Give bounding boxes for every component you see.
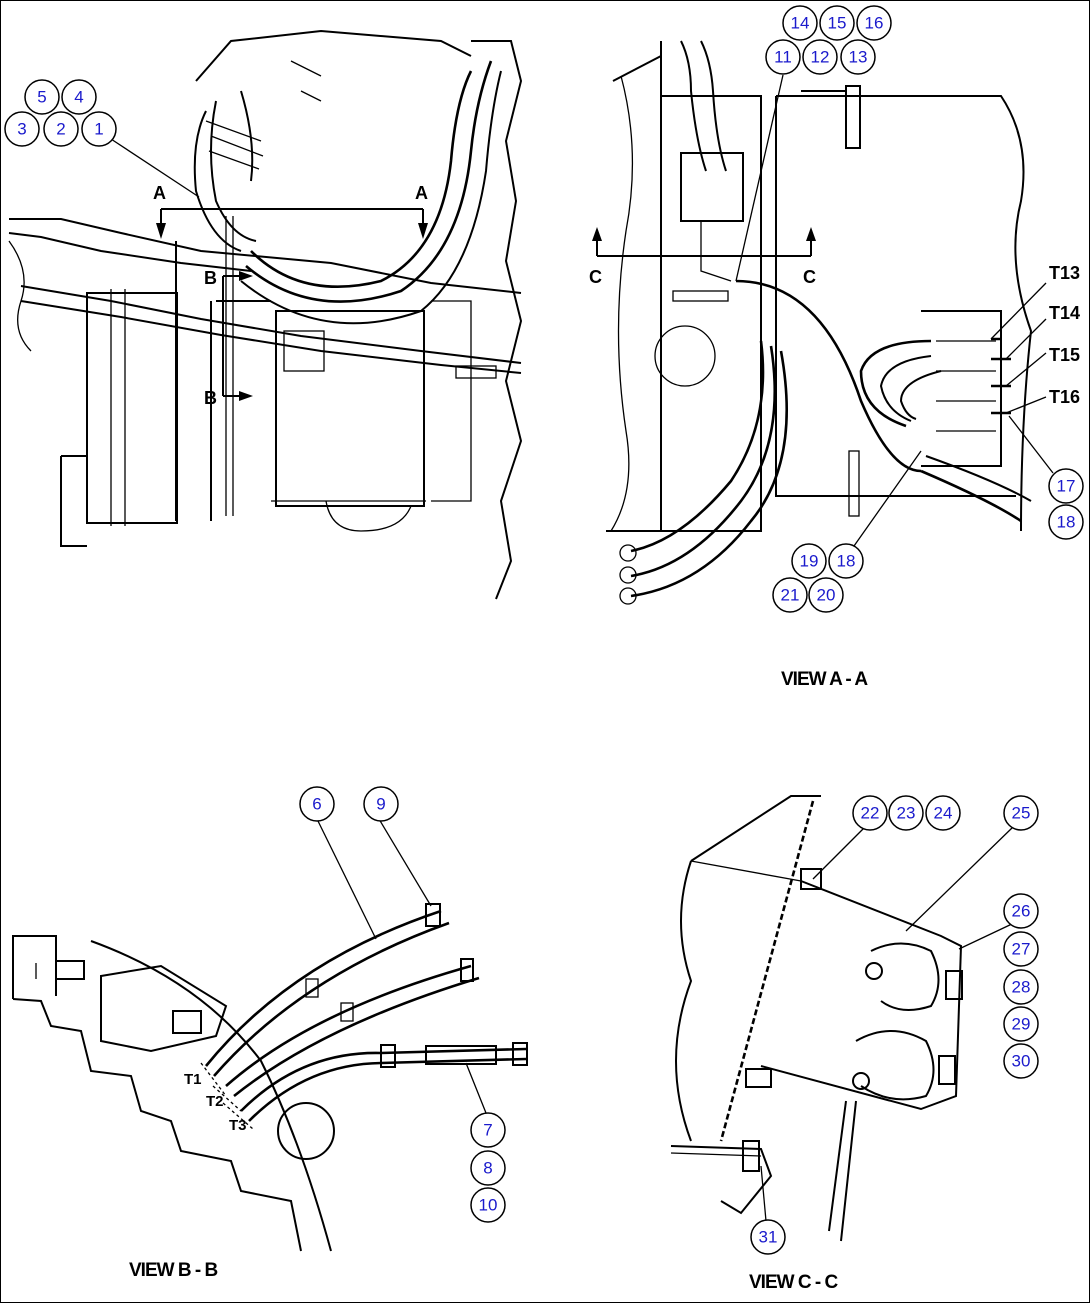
callout-12[interactable]: 12 bbox=[802, 39, 838, 75]
terminal-label-t3: T3 bbox=[229, 1117, 247, 1134]
callout-17-label: 17 bbox=[1057, 477, 1076, 496]
callout-10-label: 10 bbox=[479, 1196, 498, 1215]
callout-30-label: 30 bbox=[1012, 1052, 1031, 1071]
callout-6-label: 6 bbox=[312, 795, 321, 814]
callout-18-lower-label: 18 bbox=[837, 552, 856, 571]
callout-20-label: 20 bbox=[817, 586, 836, 605]
callout-21-label: 21 bbox=[781, 586, 800, 605]
callout-31-label: 31 bbox=[759, 1228, 778, 1247]
terminal-label-t15: T15 bbox=[1049, 345, 1080, 365]
view-a-a: C C T13 T14 T15 T16 VIEW A - A bbox=[589, 40, 1080, 690]
callout-19-label: 19 bbox=[800, 552, 819, 571]
callout-28[interactable]: 28 bbox=[1003, 969, 1039, 1005]
callout-26-label: 26 bbox=[1012, 902, 1031, 921]
callout-18-right-label: 18 bbox=[1057, 513, 1076, 532]
callout-29[interactable]: 29 bbox=[1003, 1006, 1039, 1042]
callout-30[interactable]: 30 bbox=[1003, 1043, 1039, 1079]
callout-9[interactable]: 9 bbox=[363, 786, 399, 822]
callout-12-label: 12 bbox=[811, 48, 830, 67]
callout-1-label: 1 bbox=[94, 120, 103, 139]
callout-27-label: 27 bbox=[1012, 940, 1031, 959]
section-marker-b-bottom: B bbox=[204, 388, 217, 408]
callout-9-label: 9 bbox=[376, 795, 385, 814]
section-marker-c-right: C bbox=[803, 267, 816, 287]
callout-18-right[interactable]: 18 bbox=[1048, 504, 1084, 540]
section-marker-c-left: C bbox=[589, 267, 602, 287]
callout-4-label: 4 bbox=[74, 88, 83, 107]
callout-14[interactable]: 14 bbox=[782, 5, 818, 41]
callout-25-label: 25 bbox=[1012, 804, 1031, 823]
callout-20[interactable]: 20 bbox=[808, 577, 844, 613]
callout-28-label: 28 bbox=[1012, 978, 1031, 997]
callout-24[interactable]: 24 bbox=[925, 795, 961, 831]
callout-7-label: 7 bbox=[483, 1121, 492, 1140]
main-view: A A B B bbox=[8, 29, 523, 600]
section-marker-a-right: A bbox=[415, 183, 428, 203]
callout-23-label: 23 bbox=[897, 804, 916, 823]
callout-24-label: 24 bbox=[934, 804, 953, 823]
callout-13[interactable]: 13 bbox=[840, 39, 876, 75]
callout-1[interactable]: 1 bbox=[81, 111, 117, 147]
view-c-c-title: VIEW C - C bbox=[749, 1272, 838, 1293]
callout-23[interactable]: 23 bbox=[888, 795, 924, 831]
callout-15-label: 15 bbox=[828, 14, 847, 33]
section-marker-b-top: B bbox=[204, 268, 217, 288]
callout-8[interactable]: 8 bbox=[470, 1150, 506, 1186]
callout-7[interactable]: 7 bbox=[470, 1112, 506, 1148]
callout-13-label: 13 bbox=[849, 48, 868, 67]
callout-11[interactable]: 11 bbox=[765, 39, 801, 75]
callout-11-label: 11 bbox=[774, 48, 792, 67]
callout-14-label: 14 bbox=[791, 14, 810, 33]
view-c-c: VIEW C - C bbox=[670, 795, 1015, 1293]
callout-21[interactable]: 21 bbox=[772, 577, 808, 613]
callout-19[interactable]: 19 bbox=[791, 543, 827, 579]
terminal-label-t2: T2 bbox=[206, 1093, 224, 1110]
callout-3-label: 3 bbox=[17, 120, 26, 139]
callout-27[interactable]: 27 bbox=[1003, 931, 1039, 967]
callout-25[interactable]: 25 bbox=[1003, 795, 1039, 831]
callout-4[interactable]: 4 bbox=[61, 79, 97, 115]
callout-31[interactable]: 31 bbox=[750, 1219, 786, 1255]
callout-29-label: 29 bbox=[1012, 1015, 1031, 1034]
section-marker-a-left: A bbox=[153, 183, 166, 203]
callout-16-label: 16 bbox=[865, 14, 884, 33]
terminal-label-t1: T1 bbox=[184, 1071, 202, 1088]
view-b-b: T1 T2 T3 VIEW B - B bbox=[12, 818, 528, 1281]
callout-8-label: 8 bbox=[483, 1159, 492, 1178]
terminal-label-t16: T16 bbox=[1049, 387, 1080, 407]
callout-6[interactable]: 6 bbox=[299, 786, 335, 822]
callout-5-label: 5 bbox=[37, 88, 46, 107]
callout-3[interactable]: 3 bbox=[4, 111, 40, 147]
callout-18-lower[interactable]: 18 bbox=[828, 543, 864, 579]
callout-26[interactable]: 26 bbox=[1003, 893, 1039, 929]
callout-16[interactable]: 16 bbox=[856, 5, 892, 41]
callout-22[interactable]: 22 bbox=[852, 795, 888, 831]
callout-2-label: 2 bbox=[56, 120, 65, 139]
callout-5[interactable]: 5 bbox=[24, 79, 60, 115]
terminal-label-t13: T13 bbox=[1049, 263, 1080, 283]
callout-15[interactable]: 15 bbox=[819, 5, 855, 41]
view-a-a-title: VIEW A - A bbox=[781, 669, 868, 690]
terminal-label-t14: T14 bbox=[1049, 303, 1080, 323]
callout-22-label: 22 bbox=[861, 804, 880, 823]
callout-17[interactable]: 17 bbox=[1048, 468, 1084, 504]
callout-2[interactable]: 2 bbox=[43, 111, 79, 147]
view-b-b-title: VIEW B - B bbox=[129, 1260, 217, 1281]
callout-10[interactable]: 10 bbox=[470, 1187, 506, 1223]
